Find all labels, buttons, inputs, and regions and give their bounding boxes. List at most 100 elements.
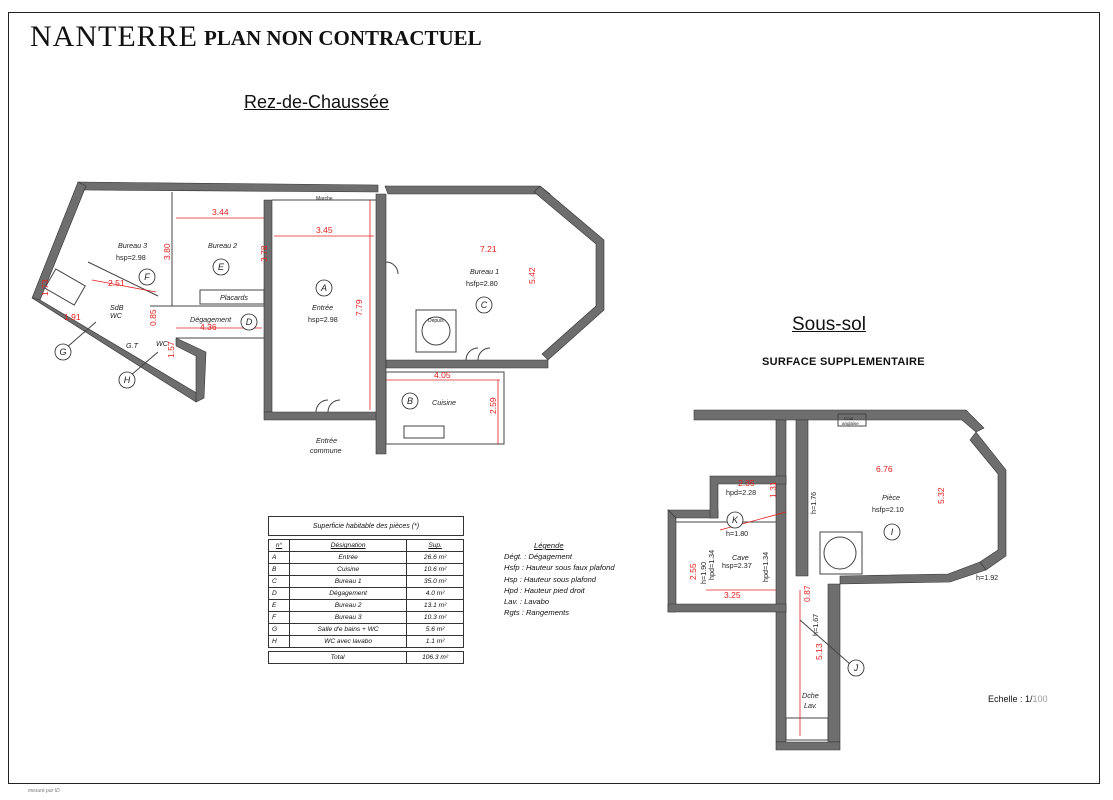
basement-title: Sous-sol [792,314,866,335]
page-frame [8,12,1100,784]
room-letter-a: A [320,283,327,293]
legend-item: Hpd : Hauteur pied droit [504,585,585,595]
table-total-label: Total [267,651,408,664]
letter-circle-i [883,523,901,541]
letter-circle-d [240,313,258,331]
room-letter-h: H [124,375,131,385]
ss-cour-anglaise [837,413,867,427]
letter-circle-b [401,392,419,410]
table-cell-num: A [268,551,290,564]
letter-circle-e [212,258,230,276]
surface-table: Superficie habitable des pièces (*) n° D… [267,516,464,664]
table-cell-sup: 10.6 m² [406,563,464,576]
rdc-wall-top-right [384,185,551,195]
ss-wall-right [969,431,1007,571]
scale-text: Echelle : 1/ [988,694,1033,704]
label-bureau1: Bureau 1 [470,267,499,276]
table-cell-num: G [268,623,290,636]
room-letter-f: F [144,272,150,282]
room-letter-d: D [246,317,253,327]
label-bureau3-h: hsp=2.98 [116,253,146,262]
dim-3-25: 3.25 [724,590,741,600]
table-cell-designation: Bureau 3 [288,611,408,624]
dim-1-57: 1.57 [166,341,176,358]
room-letter-k: K [732,515,739,525]
label-entree-h: hsp=2.98 [308,315,338,324]
label-h-1: h=1.80 [726,529,748,538]
table-cell-designation: Bureau 2 [288,599,408,612]
plan-title: PLAN NON CONTRACTUEL [204,26,482,50]
dim-1-73: 1.73 [40,279,50,296]
table-cell-num: B [268,563,290,576]
label-wc2: WC [156,339,169,348]
ss-wall-cave-k [709,475,787,519]
legend-item: Lav. : Lavabo [504,597,550,607]
label-hpd-1: hpd=2.28 [726,488,756,497]
dim-1-91: 1.91 [64,312,81,322]
letter-circle-j [847,659,865,677]
table-cell-num: E [268,599,290,612]
basement-plan: 6.76 5.32 2.35 1.31 2.55 3.25 0.87 5.13 … [667,409,1007,751]
label-bureau1-h: hsfp=2.80 [466,279,498,288]
dim-4-36: 4.36 [200,322,217,332]
label-douche: Dche [802,691,819,700]
label-entree-commune-1: Entrée [316,436,337,445]
basement-subtitle: SURFACE SUPPLEMENTAIRE [762,356,925,368]
dim-7-21: 7.21 [480,244,497,254]
dim-2-51: 2.51 [108,278,125,288]
legend: Légende Dégt. : Dégagement Hsfp : Hauteu… [504,540,615,618]
rdc-wall-top [77,181,379,193]
label-hpd-2: hpd=1.34 [707,550,716,580]
label-placards: Placards [220,293,248,302]
ss-wall-cave-bottom [667,603,787,613]
ss-wall-top [693,409,985,433]
dim-1-31: 1.31 [768,481,778,498]
table-cell-sup: 1.1 m² [406,635,464,648]
label-h-2: h=1.76 [809,492,818,514]
table-header-designation: Désignation [288,539,408,552]
label-h-5: h=1.92 [976,573,998,582]
table-cell-sup: 35.0 m² [406,575,464,588]
ss-wall-bottom-right [839,561,987,585]
dim-5-13: 5.13 [814,643,824,660]
ss-wall-corridor-left [775,419,787,743]
room-letter-c: C [481,300,488,310]
label-hpd-3: hpd=1.34 [761,552,770,582]
table-cell-num: H [268,635,290,648]
label-anglaise: anglaise [842,421,859,426]
table-cell-designation: Dégagement [288,587,408,600]
dim-5-32: 5.32 [936,487,946,504]
table-cell-designation: WC avec lavabo [288,635,408,648]
table-cell-designation: Bureau 1 [288,575,408,588]
label-bureau3: Bureau 3 [118,241,147,250]
rdc-placards [199,289,265,305]
label-degagement: Dégagement [190,315,232,324]
dim-5-42: 5.42 [527,267,537,284]
leader-j [799,619,851,665]
rdc-kitchen [385,371,505,445]
table-cell-designation: Cuisine [288,563,408,576]
rdc-wall-entree-bottom [263,411,379,421]
letter-circle-k [726,511,744,529]
label-cave: Cave [732,553,749,562]
table-cell-num: F [268,611,290,624]
rdc-bureau1-door [385,261,399,275]
table-header-num: n° [268,539,290,552]
label-cuisine: Cuisine [432,398,456,407]
leader-h [129,351,159,377]
table-cell-designation: Salle d'e bains + WC [288,623,408,636]
dim-0-85: 0.85 [148,309,158,326]
dim-4-05: 4.05 [434,370,451,380]
dim-2-35: 2.35 [738,478,755,488]
label-entree: Entrée [312,303,333,312]
rdc-kitchen-door [465,347,491,361]
rdc-wall-bureau1-bottom [385,359,549,369]
rdc-stair [415,309,457,353]
label-cave-h: hsp=2.37 [722,561,752,570]
